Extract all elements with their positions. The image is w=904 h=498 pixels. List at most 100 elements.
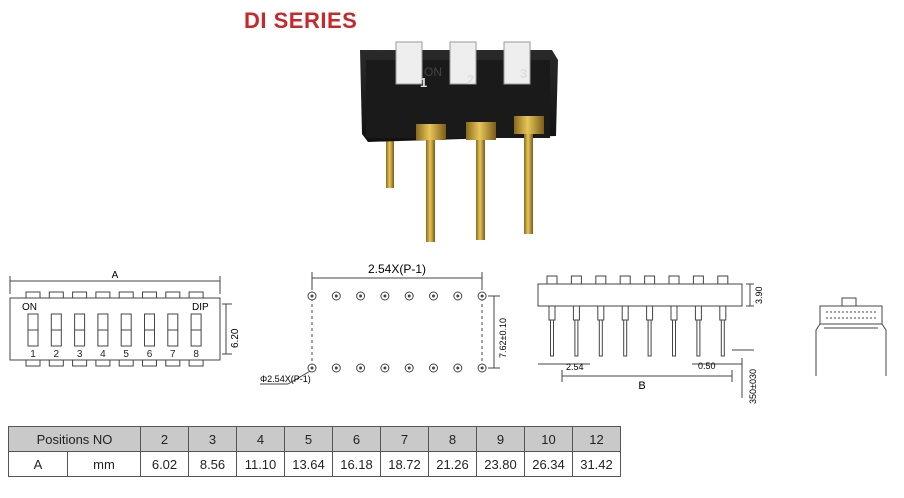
switch-number: 2: [54, 349, 60, 360]
pin-shoulder: [621, 305, 629, 321]
pin-leg: [623, 319, 628, 357]
position-cell: 12: [572, 426, 621, 452]
product-photo: ON 1 2 3: [360, 41, 558, 242]
position-cell: 10: [524, 426, 573, 452]
footprint-drawing: 2.54X(P-1) 7.62±0.10 Φ2.54X(P-1): [260, 262, 508, 385]
pin-shoulder: [597, 305, 605, 321]
value-cell: 13.64: [284, 451, 333, 477]
bottom-tab: [118, 359, 134, 367]
pin-shoulder: [646, 305, 654, 321]
top-view-drawing: 1 2 3 4 5 6 7 8 A ON DIP 6.20: [9, 270, 241, 367]
pad-center: [480, 366, 484, 370]
side-tab: [668, 275, 680, 285]
switch-number: 6: [147, 349, 153, 360]
position-label-3: 3: [520, 66, 527, 81]
pin-shoulder: [548, 305, 556, 321]
bottom-tab: [142, 359, 157, 367]
pin-shoulder: [572, 305, 580, 321]
pin-shoulder: [719, 305, 727, 321]
pin-leg: [574, 319, 579, 357]
value-cell: 23.80: [476, 451, 525, 477]
table-header-row: Positions NO 2 3 4 5 6 7 8 9 10 12: [8, 426, 621, 452]
dip-label: DIP: [192, 302, 209, 313]
top-tab: [48, 291, 64, 299]
value-cell: 21.26: [428, 451, 477, 477]
row-unit: mm: [67, 451, 141, 477]
switch-number: 3: [77, 349, 83, 360]
pin-width-label: 0.50: [698, 361, 716, 371]
side-tab: [570, 275, 582, 285]
side-height-dimension: 3.90: [754, 286, 764, 304]
pitch-label: 2.54X(P-1): [368, 262, 426, 276]
position-label-1: 1: [420, 75, 427, 90]
top-tab: [95, 291, 111, 299]
bottom-tab: [48, 359, 64, 367]
switch-number: 8: [193, 349, 199, 360]
top-tab: [25, 291, 41, 299]
switch-number: 4: [100, 349, 106, 360]
top-tab: [72, 291, 88, 299]
pin-leg: [720, 319, 725, 357]
pin-leg: [696, 319, 701, 357]
pad-center: [456, 294, 460, 298]
position-cell: 9: [476, 426, 525, 452]
position-cell: 8: [428, 426, 477, 452]
position-cell: 6: [332, 426, 381, 452]
pad-center: [407, 294, 411, 298]
value-cell: 16.18: [332, 451, 381, 477]
pin-shoulder: [670, 305, 678, 321]
pad-center: [359, 294, 363, 298]
height-dimension: 6.20: [230, 328, 241, 348]
pad-center: [359, 366, 363, 370]
actuator-text: ON: [424, 65, 442, 79]
position-cell: 2: [140, 426, 189, 452]
pad-center: [432, 294, 435, 298]
position-label-2: 2: [467, 72, 474, 87]
table-row: A mm 6.02 8.56 11.10 13.64 16.18 18.72 2…: [8, 451, 621, 477]
value-cell: 18.72: [380, 451, 429, 477]
value-cell: 11.10: [236, 451, 285, 477]
pin-shoulder: [694, 305, 702, 321]
top-tab: [165, 291, 181, 299]
value-cell: 8.56: [188, 451, 237, 477]
position-cell: 3: [188, 426, 237, 452]
pin-leg: [598, 319, 603, 357]
pad-center: [407, 366, 411, 370]
pad-center: [334, 366, 338, 370]
pad-center: [480, 294, 484, 298]
switch-number: 5: [123, 349, 129, 360]
pad-center: [334, 294, 338, 298]
bottom-tab: [72, 359, 88, 367]
side-view-drawing: 3.90 2.54 B 0.50 350±030: [537, 275, 764, 404]
pad-center: [310, 294, 314, 298]
value-cell: 6.02: [140, 451, 189, 477]
pad-center: [383, 366, 387, 370]
dimension-a: A: [112, 270, 119, 281]
header-label: Positions NO: [8, 426, 141, 452]
position-cell: 5: [284, 426, 333, 452]
bottom-tab: [188, 359, 204, 367]
pin-leg: [550, 319, 554, 357]
pad-center: [383, 294, 387, 298]
switch-number: 7: [170, 349, 176, 360]
top-tab: [188, 291, 204, 299]
pin-leg: [672, 319, 676, 357]
row-label: A: [8, 451, 68, 477]
pin-leg: [647, 319, 652, 357]
hole-label: Φ2.54X(P-1): [260, 374, 311, 384]
side-tab: [717, 275, 729, 285]
switch-number: 1: [30, 349, 36, 360]
position-cell: 7: [380, 426, 429, 452]
value-cell: 31.42: [572, 451, 621, 477]
bottom-tab: [165, 359, 181, 367]
side-tab: [644, 275, 656, 285]
side-tab: [595, 275, 607, 285]
pad-center: [456, 366, 460, 370]
on-label: ON: [22, 302, 37, 313]
series-title: DI SERIES: [244, 8, 358, 33]
dimension-b: B: [638, 380, 645, 392]
bottom-tab: [95, 359, 111, 367]
pin-length-label: 350±030: [748, 369, 758, 404]
pad-center: [310, 366, 314, 370]
row-spacing-label: 7.62±0.10: [498, 318, 508, 358]
